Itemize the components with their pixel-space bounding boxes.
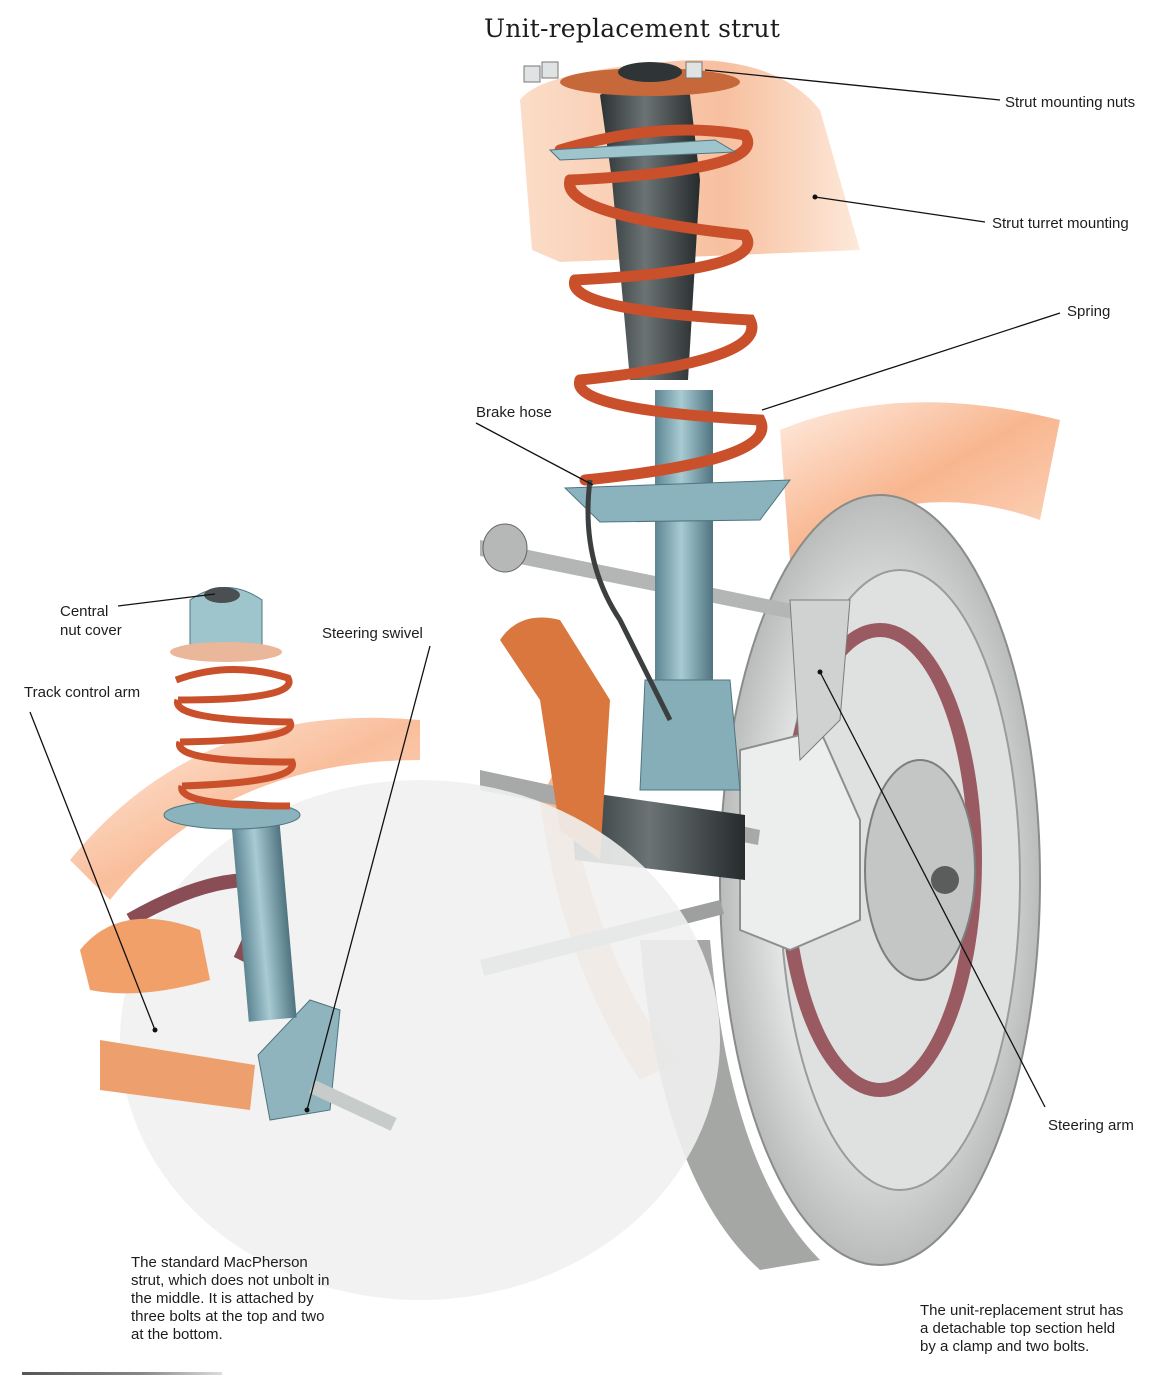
leader-track-control-arm bbox=[29, 711, 156, 1031]
label-central-nut-cover-line2: nut cover bbox=[60, 622, 122, 639]
label-track-control-arm: Track control arm bbox=[24, 684, 141, 701]
caption-standard-line: the middle. It is attached by bbox=[131, 1290, 314, 1307]
left-subframe bbox=[80, 918, 210, 994]
leader-dots bbox=[152, 194, 823, 1113]
diagram-title: Unit-replacement strut bbox=[484, 14, 781, 43]
label-central-nut-cover-line1: Central bbox=[60, 603, 109, 620]
spring-clamp bbox=[548, 139, 737, 161]
steering-arm bbox=[789, 599, 851, 762]
label-steering-swivel: Steering swivel bbox=[322, 625, 423, 642]
leader-steering-swivel bbox=[306, 645, 431, 1111]
top-mount-cap bbox=[618, 62, 682, 82]
hub-nut bbox=[931, 866, 959, 894]
leader-spring bbox=[761, 312, 1061, 411]
label-brake-hose: Brake hose bbox=[476, 404, 552, 421]
left-top-mount bbox=[189, 587, 263, 651]
label-strut-turret-mounting: Strut turret mounting bbox=[992, 215, 1129, 232]
label-steering-arm: Steering arm bbox=[1048, 1117, 1134, 1134]
leader-central-nut-cover bbox=[117, 593, 216, 607]
left-stub-axle bbox=[309, 1080, 397, 1131]
page-rule bbox=[22, 1372, 222, 1375]
left-wing-panel bbox=[70, 717, 420, 900]
tie-rod-end bbox=[482, 523, 528, 573]
caption-unit-replacement-strut: The unit-replacement strut has a detacha… bbox=[920, 1302, 1123, 1356]
track-rod bbox=[480, 540, 820, 624]
mounting-nut-2 bbox=[541, 61, 559, 79]
caption-standard-line: strut, which does not unbolt in bbox=[131, 1272, 330, 1289]
left-central-nut-cover bbox=[204, 587, 240, 603]
wheel-hub bbox=[864, 759, 976, 981]
left-strut-body bbox=[231, 818, 297, 1022]
strut-lower-bracket bbox=[639, 679, 741, 791]
caption-standard-strut: The standard MacPherson strut, which doe… bbox=[131, 1254, 329, 1344]
leader-strut-mounting-nuts bbox=[704, 69, 1001, 101]
caption-standard-line: at the bottom. bbox=[131, 1326, 223, 1343]
label-spring: Spring bbox=[1067, 303, 1111, 320]
caption-unit-line: a detachable top section held bbox=[920, 1320, 1116, 1337]
mounting-nut-3 bbox=[685, 61, 703, 79]
standard-strut-assembly bbox=[70, 587, 720, 1300]
left-track-control-arm bbox=[100, 1040, 255, 1110]
caption-standard-line: The standard MacPherson bbox=[131, 1254, 308, 1271]
label-strut-mounting-nuts: Strut mounting nuts bbox=[1005, 94, 1136, 111]
caption-unit-line: The unit-replacement strut has bbox=[920, 1302, 1124, 1319]
left-coil-spring bbox=[174, 665, 296, 810]
left-mount-plate bbox=[170, 642, 282, 662]
leader-lines bbox=[29, 69, 1061, 1111]
leader-steering-arm bbox=[819, 671, 1046, 1108]
caption-standard-line: three bolts at the top and two bbox=[131, 1308, 325, 1325]
brake-hose bbox=[585, 479, 673, 722]
leader-strut-turret-mounting bbox=[814, 196, 986, 223]
mounting-nut-1 bbox=[523, 65, 541, 83]
leader-brake-hose bbox=[475, 422, 594, 486]
left-wheel bbox=[120, 780, 720, 1300]
spring-seat bbox=[563, 479, 792, 523]
control-arm bbox=[500, 617, 610, 860]
caption-unit-line: by a clamp and two bolts. bbox=[920, 1338, 1090, 1355]
coil-spring bbox=[554, 124, 768, 486]
